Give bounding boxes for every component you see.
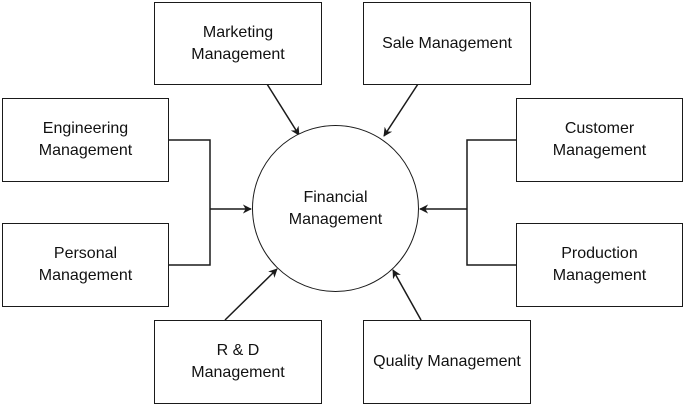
sale-management-label: Sale Management <box>382 34 512 52</box>
production-management-label: Production Management <box>552 245 647 284</box>
financial-management-node: Financial Management <box>252 125 419 292</box>
personal-management-label: Personal Management <box>38 245 133 284</box>
arrow-rnd-to-financial <box>224 268 278 321</box>
financial-management-label: Financial Management <box>288 188 383 228</box>
quality-management-label: Quality Management <box>373 353 521 370</box>
customer-management-node: Customer Management <box>516 98 683 182</box>
sale-management-node: Sale Management <box>363 2 531 85</box>
arrow-quality-to-financial <box>392 269 422 321</box>
production-management-node: Production Management <box>516 223 683 307</box>
connector-engineering-personal <box>168 139 211 266</box>
quality-management-node: Quality Management <box>363 320 531 404</box>
arrow-marketing-to-financial <box>266 83 300 136</box>
connector-customer-production <box>466 139 516 266</box>
customer-management-label: Customer Management <box>552 120 647 159</box>
personal-management-node: Personal Management <box>2 223 169 307</box>
marketing-management-node: Marketing Management <box>154 2 322 85</box>
rnd-management-label: R & D Management <box>191 342 285 381</box>
rnd-management-node: R & D Management <box>154 320 322 404</box>
arrow-sale-to-financial <box>383 83 419 137</box>
engineering-management-node: Engineering Management <box>2 98 169 182</box>
marketing-management-label: Marketing Management <box>191 23 285 63</box>
engineering-management-label: Engineering Management <box>38 120 133 159</box>
